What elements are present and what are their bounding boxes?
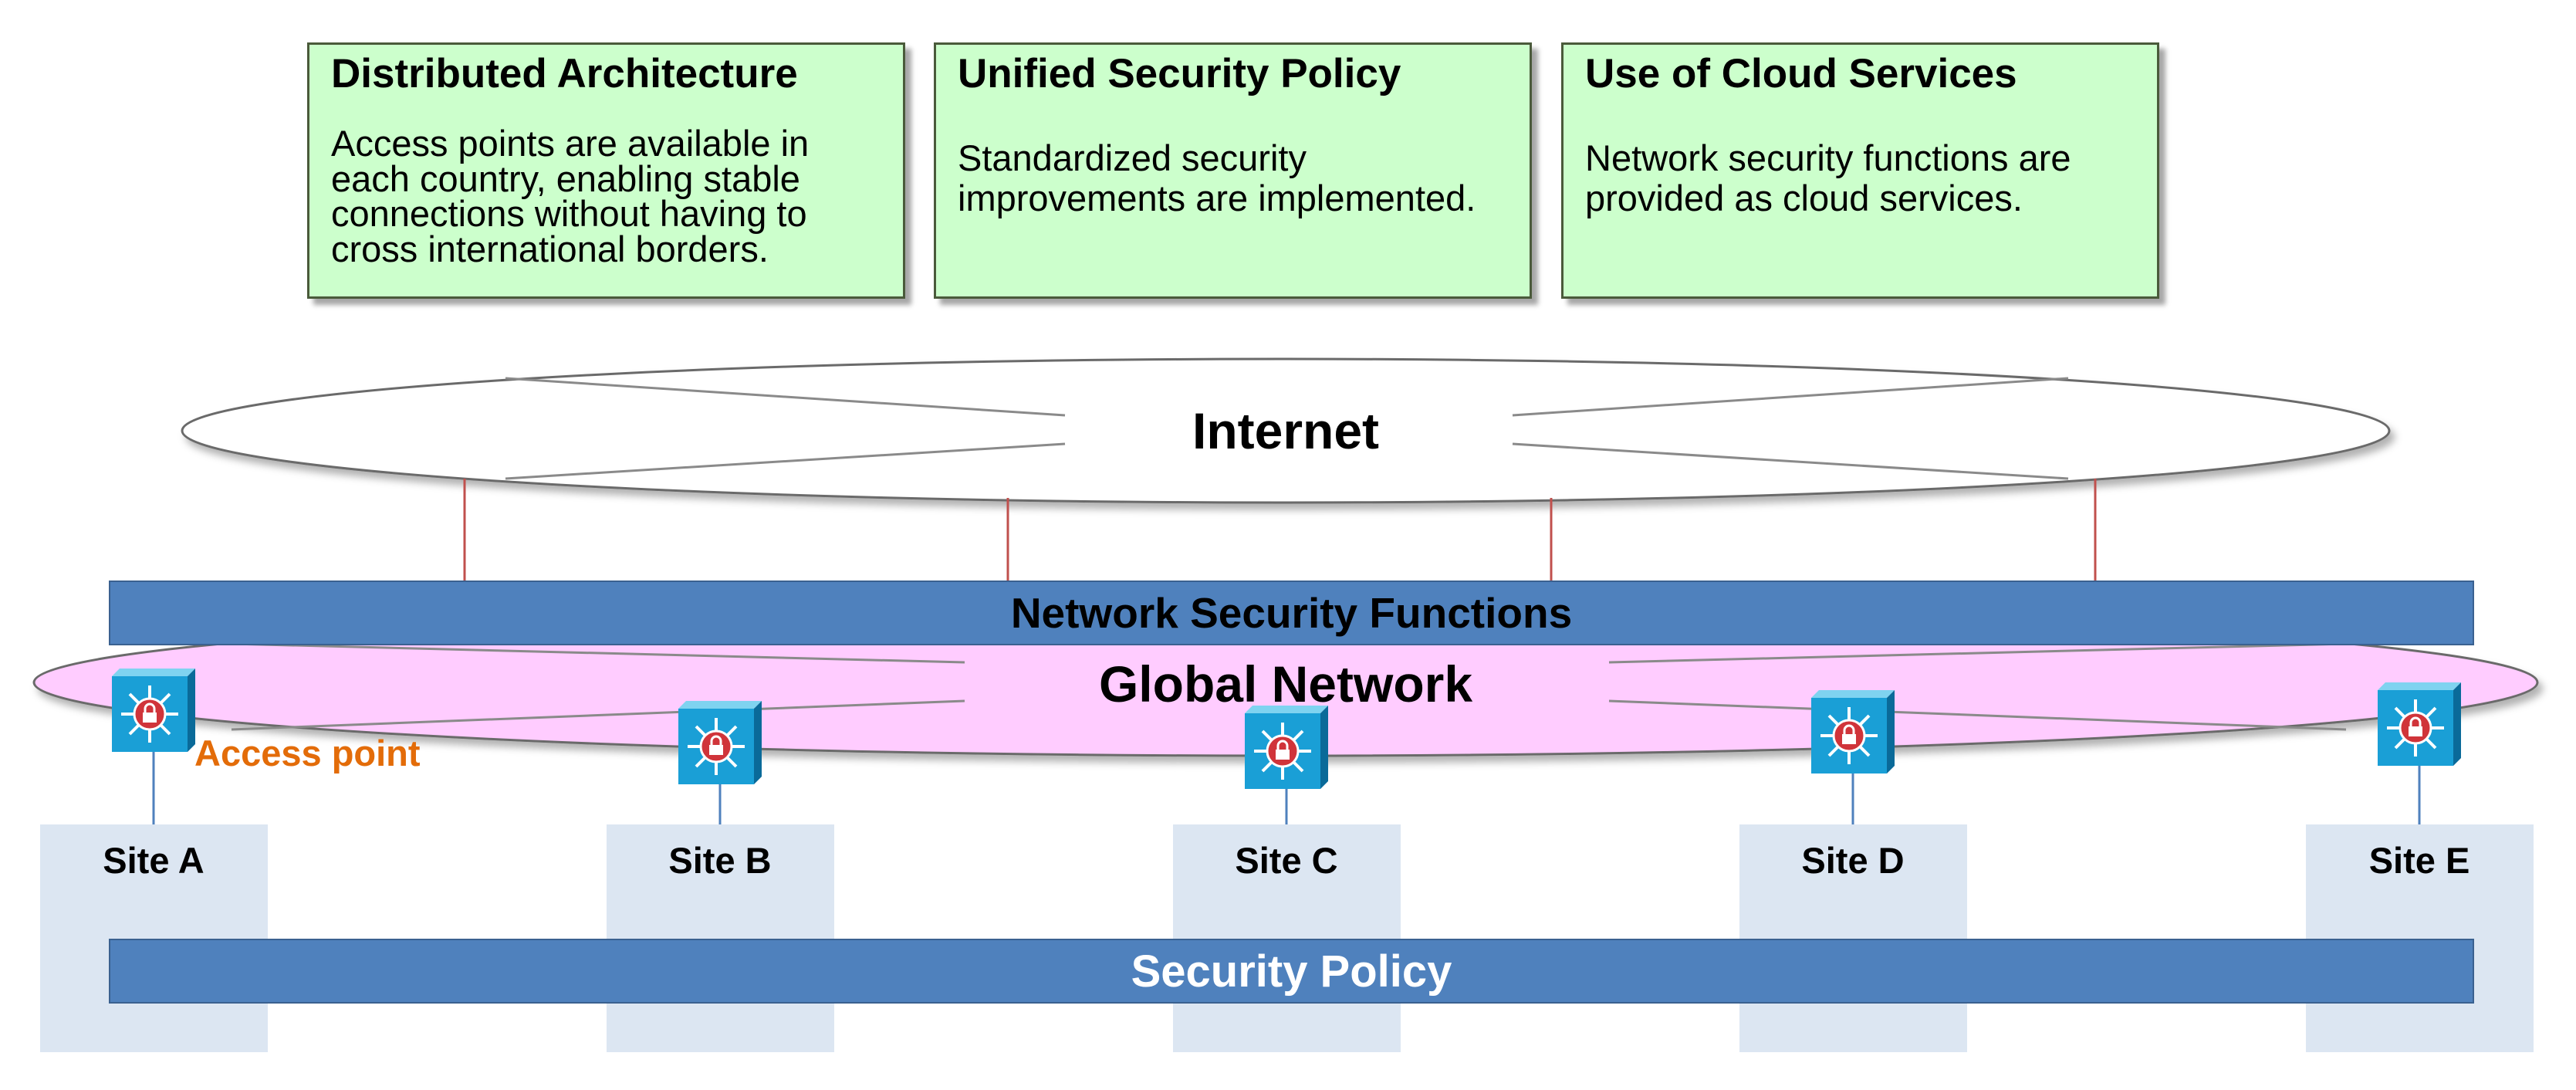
site-label-d: Site D: [1801, 840, 1905, 881]
access-point-icon: [1245, 706, 1328, 789]
feature-box-title: Distributed Architecture: [331, 51, 798, 96]
internet-cloud: [181, 357, 2391, 504]
site-label-b: Site B: [668, 840, 772, 881]
security-policy-label: Security Policy: [1131, 946, 1452, 997]
site-column-c: [1173, 824, 1401, 1052]
site-label-e: Site E: [2368, 840, 2470, 881]
feature-box-title: Use of Cloud Services: [1585, 51, 2017, 96]
site-column-a: [40, 824, 268, 1052]
internet-label: Internet: [1192, 402, 1380, 459]
network-security-functions-bar: Network Security Functions: [109, 581, 2474, 645]
network-security-functions-label: Network Security Functions: [1010, 589, 1573, 637]
feature-box-use-of-cloud-services: Use of Cloud Services Network security f…: [1561, 42, 2159, 299]
feature-box-body: Access points are available in each coun…: [331, 122, 810, 269]
site-label-a: Site A: [103, 840, 205, 881]
feature-box-title: Unified Security Policy: [958, 51, 1401, 96]
security-policy-bar: Security Policy: [109, 939, 2474, 1004]
site-column-b: [607, 824, 834, 1052]
feature-box-body: Standardized security improvements are i…: [958, 137, 1476, 218]
feature-box-body: Network security functions are provided …: [1585, 137, 2071, 218]
access-point-icon: [112, 669, 195, 752]
feature-box-unified-security-policy: Unified Security Policy Standardized sec…: [934, 42, 1532, 299]
access-point-icon: [678, 701, 762, 784]
feature-box-distributed-architecture: Distributed Architecture Access points a…: [307, 42, 905, 299]
site-column-d: [1739, 824, 1967, 1052]
access-point-icon: [2378, 682, 2461, 766]
global-network-label: Global Network: [1098, 655, 1473, 713]
access-point-label: Access point: [194, 733, 421, 773]
site-label-c: Site C: [1235, 840, 1338, 881]
access-point-icon: [1811, 690, 1895, 773]
site-column-e: [2306, 824, 2534, 1052]
